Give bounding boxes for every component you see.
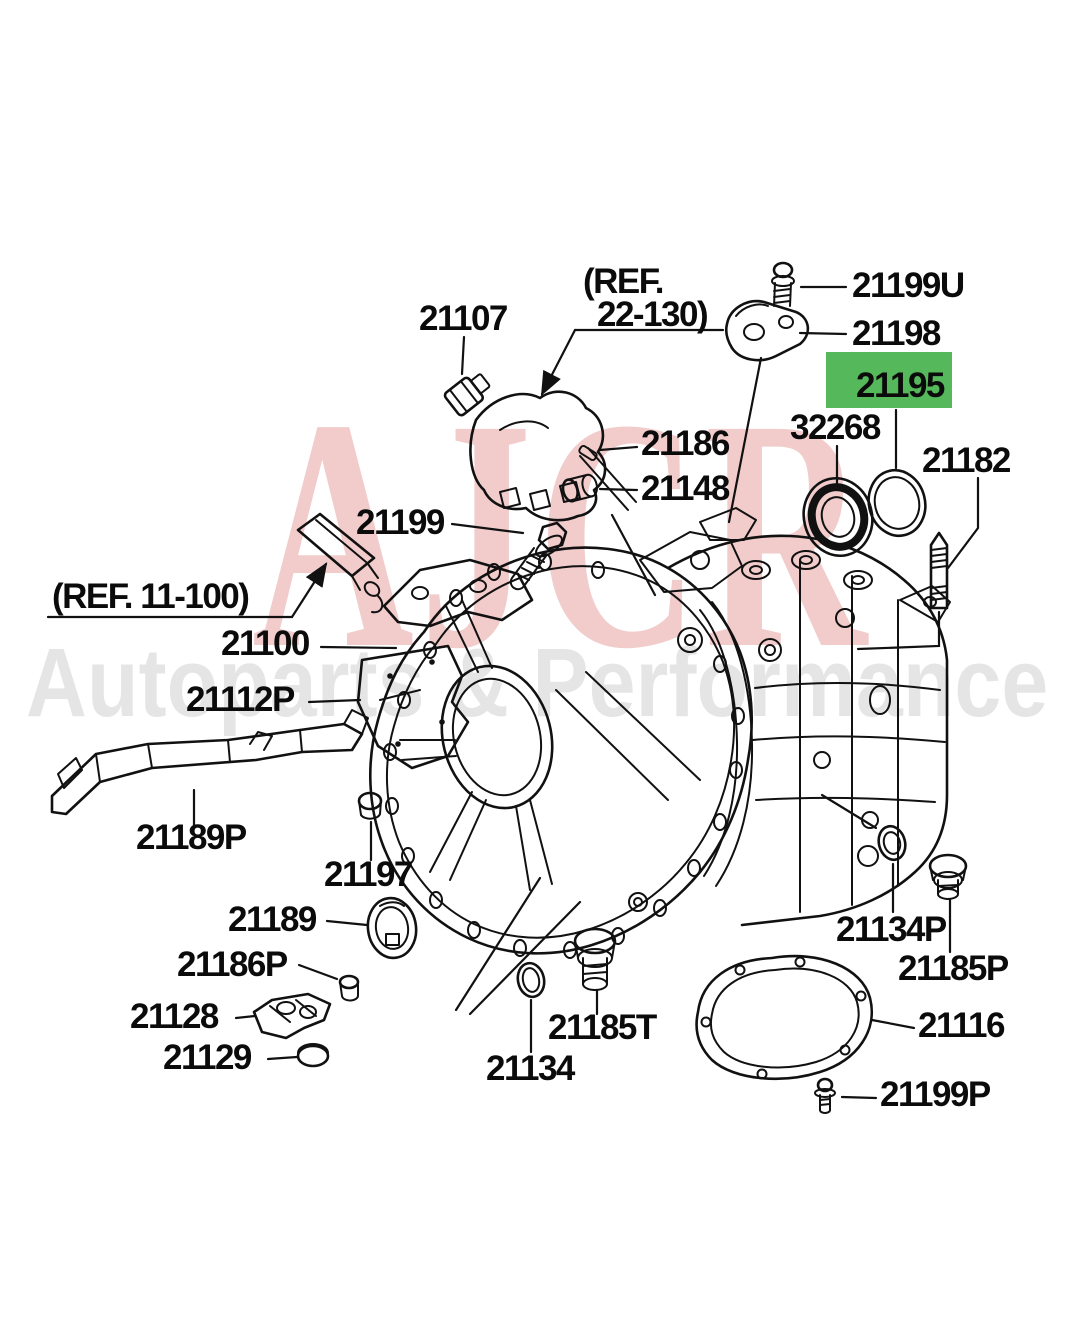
leader-21199P xyxy=(840,1095,878,1100)
part-21198-bracket xyxy=(724,299,810,362)
part-21199U-bolt xyxy=(771,261,795,307)
part-21186-pin xyxy=(578,444,598,462)
label-21186P: 21186P xyxy=(177,945,288,984)
part-21112P-cover-plate xyxy=(356,644,470,770)
part-21116-gasket xyxy=(695,954,873,1081)
leader-21134P-pointer xyxy=(820,793,878,830)
label-21199P: 21199P xyxy=(880,1075,991,1114)
label-21112P: 21112P xyxy=(186,680,295,719)
part-21185T-plug xyxy=(573,927,617,991)
label-21100: 21100 xyxy=(221,624,310,663)
leader-21182 xyxy=(946,476,980,570)
leader-21128 xyxy=(234,1014,257,1020)
label-21189: 21189 xyxy=(228,900,317,939)
leader-21198 xyxy=(798,331,848,336)
part-21134-oring xyxy=(516,961,546,999)
label-21134: 21134 xyxy=(486,1049,576,1088)
part-21189P-bracket xyxy=(50,709,369,816)
label-21185T: 21185T xyxy=(548,1008,657,1047)
part-21129-plug xyxy=(296,1043,330,1068)
part-21199-bolt xyxy=(509,521,568,591)
leader-21148 xyxy=(598,487,639,492)
label-32268: 32268 xyxy=(790,408,881,447)
part-21107-switch xyxy=(443,373,491,417)
watermark-tagline: Autoparts & Performance xyxy=(26,628,1049,737)
label-21199U: 21199U xyxy=(852,266,964,305)
label-21195-highlighted: 21195 xyxy=(856,366,945,405)
pointer-housing-to-case xyxy=(610,513,657,597)
part-21128-bracket xyxy=(252,992,332,1040)
part-21182-stud xyxy=(929,531,949,610)
leader-21129 xyxy=(266,1055,299,1061)
label-21189P: 21189P xyxy=(136,818,247,857)
leader-21100 xyxy=(319,645,398,650)
part-21148-bushing xyxy=(561,473,598,503)
label-21185P: 21185P xyxy=(898,949,1009,988)
leader-21198-pointer xyxy=(727,356,763,524)
leader-ref-11-100-arrow xyxy=(290,562,328,619)
pointer-case-bottom-a xyxy=(454,876,542,1012)
label-ref-22-130-line2: 22-130) xyxy=(597,295,707,334)
part-32268-oil-seal xyxy=(802,476,874,558)
label-21129: 21129 xyxy=(163,1038,252,1077)
label-21128: 21128 xyxy=(130,997,219,1036)
part-21189-seal xyxy=(366,896,418,960)
leader-21186 xyxy=(598,445,639,452)
label-21198: 21198 xyxy=(852,314,941,353)
leader-21116 xyxy=(870,1018,916,1030)
label-21182: 21182 xyxy=(922,441,1011,480)
part-21185P-plug xyxy=(928,853,968,900)
pointer-case-bottom-b xyxy=(468,900,582,1016)
label-21134P: 21134P xyxy=(836,910,947,949)
part-labels: (REF. 22-130) 21107 21199U 21198 21195 3… xyxy=(52,262,1012,1114)
label-21197: 21197 xyxy=(324,855,412,894)
label-21148: 21148 xyxy=(641,469,730,508)
highlight-box-21195 xyxy=(826,352,952,408)
leader-21112P xyxy=(307,698,362,704)
part-21195-seal-ring xyxy=(867,468,927,538)
part-21199P-bolt xyxy=(814,1077,836,1114)
part-21100-transmission-case xyxy=(368,507,951,959)
label-ref-11-100: (REF. 11-100) xyxy=(52,577,248,616)
watermark-logo: AJCR xyxy=(252,352,873,717)
leader-lines xyxy=(46,285,980,1100)
part-ref-22-130-control-housing xyxy=(469,390,637,522)
part-21134P-oring xyxy=(877,824,907,862)
label-ref-22-130-line1: (REF. xyxy=(583,262,663,301)
leader-ref-22-130-arrow xyxy=(540,328,577,396)
leader-21107 xyxy=(460,335,466,376)
part-ref-11-100-sealant-tube xyxy=(296,512,384,614)
label-21116: 21116 xyxy=(918,1006,1005,1045)
label-21199: 21199 xyxy=(356,503,445,542)
leader-21186P xyxy=(297,963,339,981)
leader-21182-pointer xyxy=(856,610,941,651)
part-21197-plug xyxy=(357,791,383,820)
label-21186: 21186 xyxy=(641,424,730,463)
leader-21189 xyxy=(325,919,369,927)
label-21107: 21107 xyxy=(419,299,507,338)
part-21186P-bushing xyxy=(338,974,360,1002)
leader-21199 xyxy=(450,522,525,535)
